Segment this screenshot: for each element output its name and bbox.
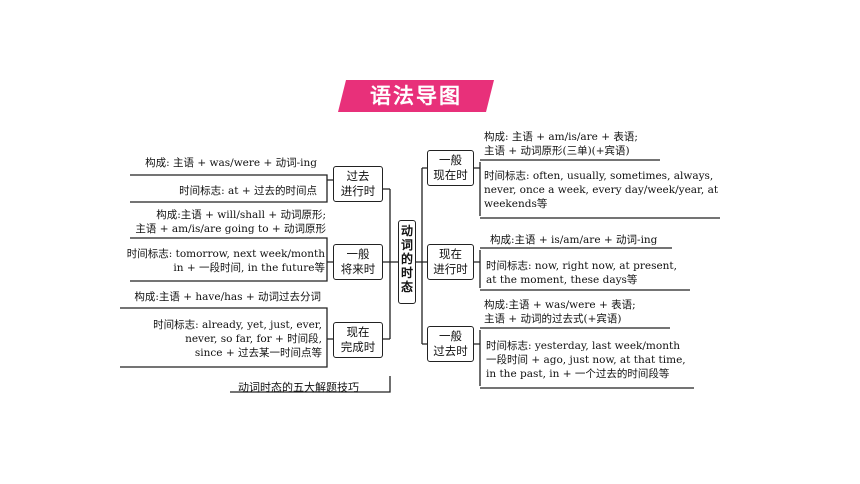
title-text: 语法导图 (370, 84, 462, 108)
text-line: 时间标志: yesterday, last week/month (486, 340, 680, 352)
text-line: never, once a week, every day/week/year,… (484, 184, 719, 196)
tense-label: 现在 (439, 247, 462, 261)
text-line: 时间标志: tomorrow, next week/month (126, 248, 325, 260)
connector-left-1 (130, 174, 333, 203)
center-node-verb-tenses: 动 词 的 时 态 (398, 220, 416, 304)
tense-label: 过去 (346, 169, 370, 183)
text-line: 构成:主语 + will/shall + 动词原形; (156, 209, 326, 221)
time-marker-text: 时间标志: often, usually, sometimes, always,… (484, 169, 718, 211)
text-line: 主语 + 动词的过去式(+宾语) (484, 313, 622, 325)
text-line: weekends等 (484, 198, 548, 210)
tense-node-present-perfect: 现在完成时 (333, 322, 383, 358)
connector-left-3 (120, 307, 333, 368)
text-line: at the moment, these days等 (486, 274, 638, 286)
text-line: 时间标志: at + 过去的时间点 (179, 185, 317, 197)
text-line: in + 一段时间, in the future等 (173, 262, 325, 274)
tense-node-simple-future: 一般将来时 (333, 244, 383, 280)
text-line: 构成: 主语 + am/is/are + 表语; (484, 131, 638, 143)
text-line: 时间标志: often, usually, sometimes, always, (484, 170, 714, 182)
text-line: 时间标志: already, yet, just, ever, (153, 319, 322, 331)
tense-node-simple-past: 一般过去时 (427, 326, 474, 362)
text-line: 时间标志: now, right now, at present, (486, 260, 677, 272)
tense-label: 一般 (439, 329, 462, 343)
tense-label: 完成时 (340, 340, 376, 354)
connector-center-right (416, 167, 427, 345)
connector-right-1 (474, 159, 720, 219)
center-char: 词 (400, 238, 413, 252)
construction-text: 构成:主语 + will/shall + 动词原形; 主语 + am/is/ar… (135, 208, 326, 236)
time-marker-text: 时间标志: tomorrow, next week/month in + 一段时… (127, 247, 325, 275)
tense-label: 将来时 (340, 262, 376, 276)
tense-label: 过去时 (433, 344, 468, 358)
tense-label: 一般 (439, 153, 462, 167)
text-line: 构成: 主语 + was/were + 动词-ing (145, 157, 317, 169)
center-char: 时 (400, 266, 413, 280)
center-char: 动 (400, 224, 413, 238)
time-marker-text: 时间标志: at + 过去的时间点 (179, 184, 317, 198)
time-marker-text: 时间标志: already, yet, just, ever, never, s… (153, 318, 322, 360)
connector-bottom (230, 376, 391, 393)
connector-right-2 (474, 247, 690, 291)
construction-text: 构成:主语 + have/has + 动词过去分词 (134, 290, 321, 304)
bottom-note: 动词时态的五大解题技巧 (238, 381, 359, 394)
tense-label: 现在 (346, 325, 370, 339)
time-marker-text: 时间标志: yesterday, last week/month 一段时间 + … (486, 339, 686, 381)
tense-label: 一般 (346, 247, 370, 261)
tense-node-present-continuous: 现在进行时 (427, 244, 474, 280)
construction-text: 构成: 主语 + was/were + 动词-ing (145, 156, 317, 170)
tense-node-simple-present: 一般现在时 (427, 150, 474, 186)
construction-text: 构成:主语 + was/were + 表语; 主语 + 动词的过去式(+宾语) (484, 298, 636, 326)
tense-label: 进行时 (340, 184, 376, 198)
connector-right-3 (474, 327, 694, 389)
construction-text: 构成:主语 + is/am/are + 动词-ing (490, 233, 657, 247)
text-line: in the past, in + 一个过去的时间段等 (486, 368, 670, 380)
center-char: 的 (400, 252, 413, 266)
tense-node-past-continuous: 过去进行时 (333, 166, 383, 202)
connector-center-left (383, 188, 398, 340)
tense-label: 进行时 (433, 262, 468, 276)
text-line: 构成:主语 + have/has + 动词过去分词 (134, 291, 321, 303)
connector-left-2 (130, 237, 333, 282)
center-char: 态 (400, 280, 413, 294)
text-line: 构成:主语 + is/am/are + 动词-ing (490, 234, 658, 246)
title-banner: 语法导图 (338, 80, 494, 112)
tense-label: 现在时 (433, 168, 468, 182)
time-marker-text: 时间标志: now, right now, at present, at the… (486, 259, 677, 287)
text-line: 主语 + am/is/are going to + 动词原形 (135, 223, 326, 235)
text-line: since + 过去某一时间点等 (194, 347, 322, 359)
construction-text: 构成: 主语 + am/is/are + 表语; 主语 + 动词原形(三单)(+… (484, 130, 638, 158)
text-line: never, so far, for + 时间段, (185, 333, 322, 345)
text-line: 一段时间 + ago, just now, at that time, (486, 354, 686, 366)
text-line: 构成:主语 + was/were + 表语; (484, 299, 636, 311)
text-line: 主语 + 动词原形(三单)(+宾语) (484, 145, 630, 157)
